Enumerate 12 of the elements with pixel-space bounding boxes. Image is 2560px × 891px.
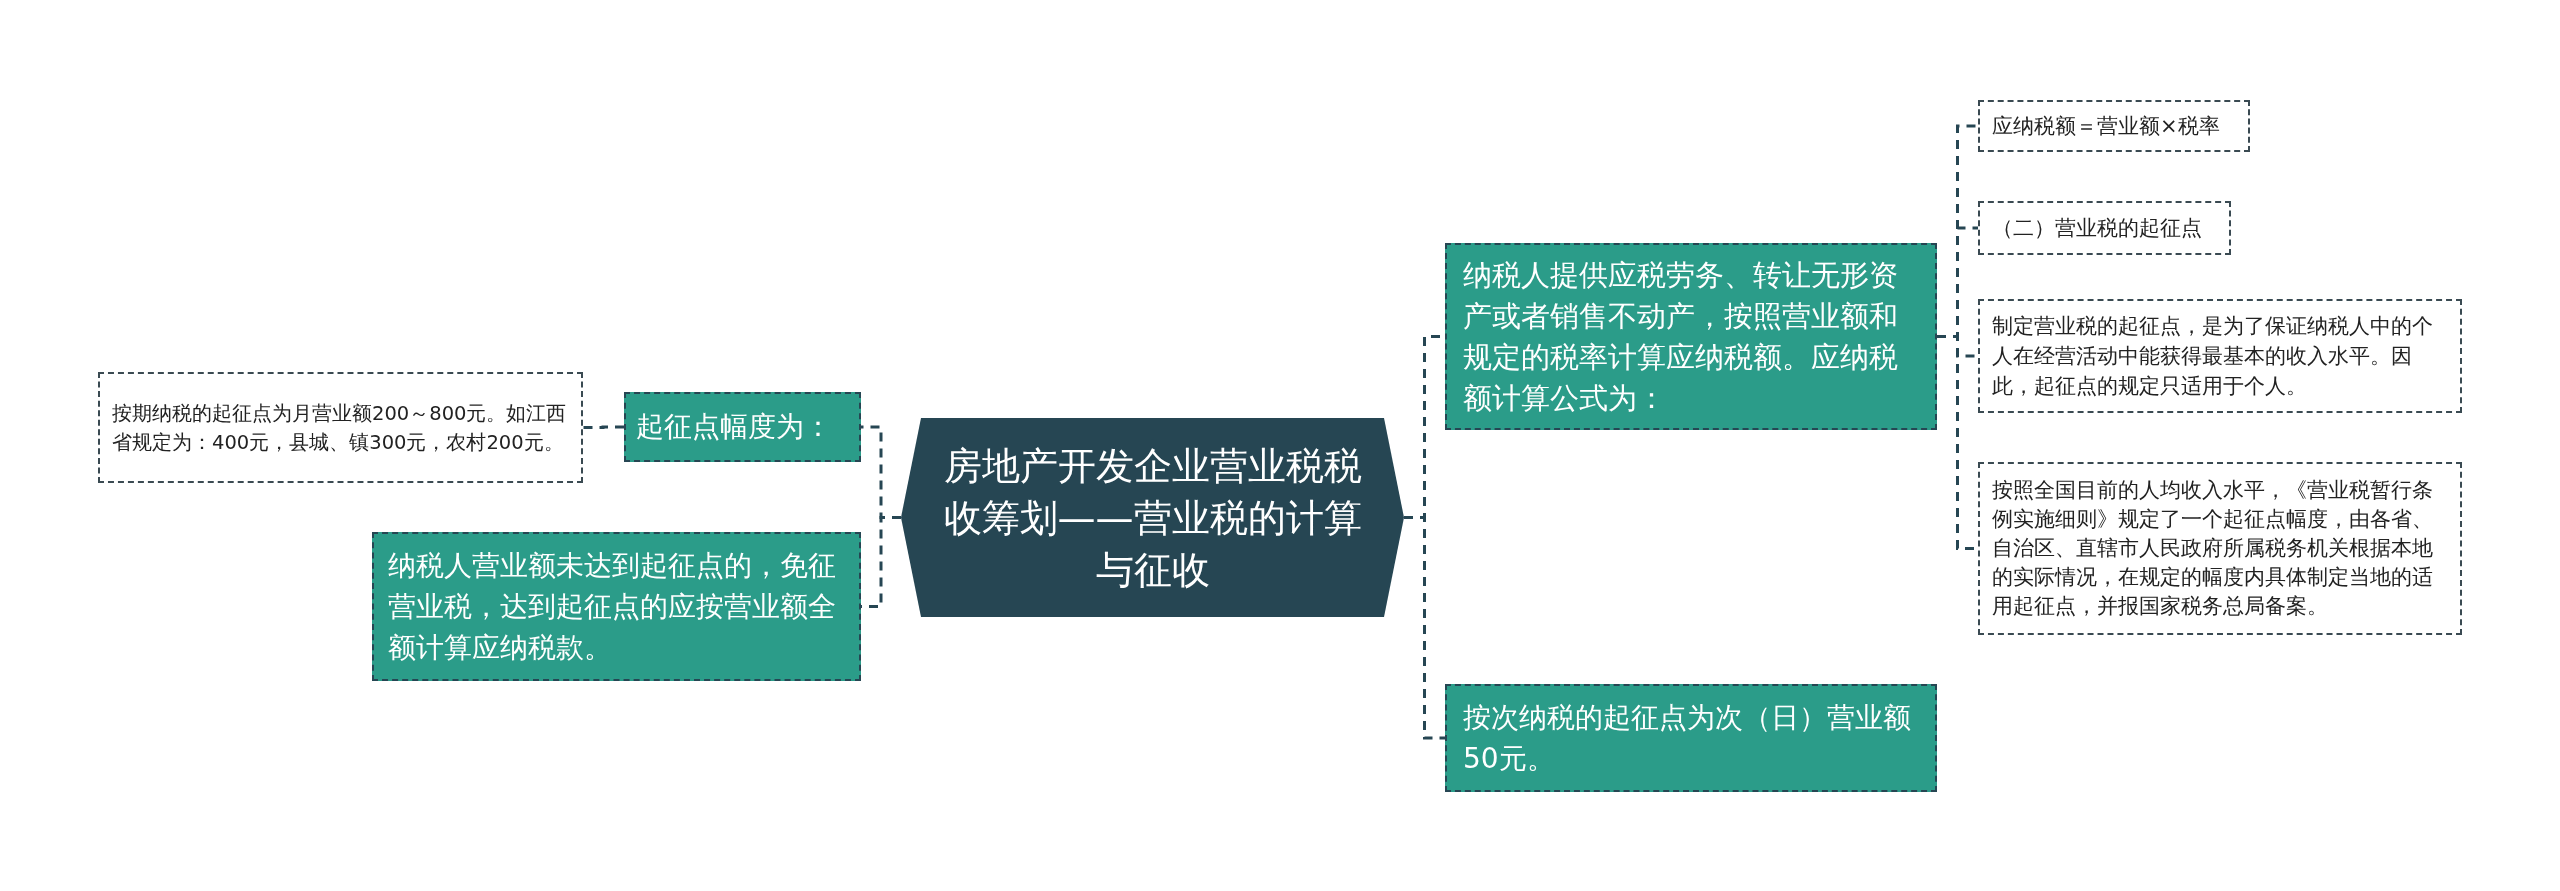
note-box: 按期纳税的起征点为月营业额200～800元。如江西省规定为：400元，县城、镇300元，农村200元。: [98, 372, 583, 483]
branch-box: 纳税人营业额未达到起征点的，免征营业税，达到起征点的应按营业额全额计算应纳税款。: [372, 532, 861, 681]
branch-box: 起征点幅度为：: [624, 392, 861, 462]
note-box: （二）营业税的起征点: [1978, 201, 2231, 255]
branch-box: 纳税人提供应税劳务、转让无形资产或者销售不动产，按照营业额和规定的税率计算应纳税额。应纳税额计算公式为：: [1445, 243, 1937, 430]
connector-line: [1404, 516, 1445, 740]
note-box: 按照全国目前的人均收入水平，《营业税暂行条例实施细则》规定了一个起征点幅度，由各省、自治区、直辖市人民政府所属税务机关根据本地的实际情况，在规定的幅度内具体制定当地的适用起征点，并报国家税务总局备案。: [1978, 462, 2462, 635]
topic-hexagon: 房地产开发企业营业税税收筹划——营业税的计算与征收: [901, 418, 1404, 617]
note-box: 应纳税额＝营业额×税率: [1978, 100, 2250, 152]
note-box: 制定营业税的起征点，是为了保证纳税人中的个人在经营活动中能获得最基本的收入水平。因此，起征点的规定只适用于个人。: [1978, 299, 2462, 413]
branch-box: 按次纳税的起征点为次（日）营业额50元。: [1445, 684, 1937, 792]
connector-line: [583, 425, 624, 429]
